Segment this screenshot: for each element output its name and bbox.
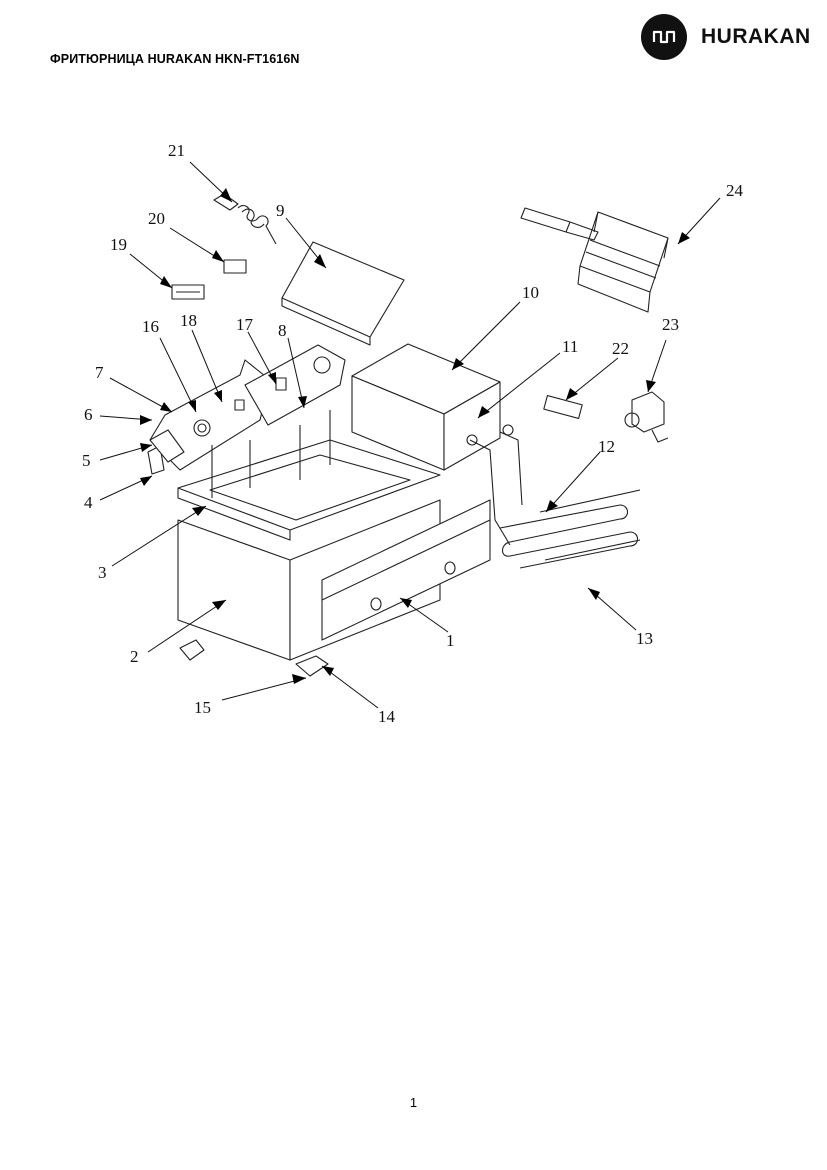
callout-11: 11	[562, 337, 578, 356]
callout-12: 12	[598, 437, 615, 456]
page-number: 1	[409, 1095, 418, 1110]
callout-19: 19	[110, 235, 127, 254]
leader-lines	[99, 161, 721, 709]
part-22-sleeve	[543, 395, 583, 419]
callout-9: 9	[276, 201, 285, 220]
exploded-parts-diagram: 1 2 3 4 5 6 7 8 9 10 11 12 13 14 15 16 1…	[82, 141, 744, 726]
brand-name: HURAKAN	[701, 25, 811, 48]
part-24-basket	[520, 207, 669, 313]
part-10-fry-tank	[351, 343, 501, 471]
callout-3: 3	[98, 563, 107, 582]
part-23-drain-valve	[624, 391, 669, 443]
control-panel-right	[244, 344, 346, 426]
callout-14: 14	[378, 707, 396, 726]
callout-23: 23	[662, 315, 679, 334]
callout-17: 17	[236, 315, 254, 334]
part-9-lid	[281, 241, 405, 338]
callout-22: 22	[612, 339, 629, 358]
callout-7: 7	[95, 363, 104, 382]
part-21-thermostat-probe	[213, 193, 277, 245]
callout-2: 2	[130, 647, 139, 666]
part-20	[223, 259, 247, 274]
part-1-front-panel	[321, 499, 491, 641]
callout-10: 10	[522, 283, 539, 302]
foot-left	[179, 639, 205, 661]
callout-24: 24	[726, 181, 744, 200]
part-5	[149, 429, 185, 463]
callout-6: 6	[84, 405, 93, 424]
part-19-terminal-block	[171, 284, 205, 300]
callout-1: 1	[446, 631, 455, 650]
callout-15: 15	[194, 698, 211, 717]
document-title: ФРИТЮРНИЦА HURAKAN HKN-FT1616N	[50, 52, 300, 66]
callout-20: 20	[148, 209, 165, 228]
control-panel-left	[149, 359, 271, 471]
part-11-drain-pipe	[466, 424, 523, 546]
callout-13: 13	[636, 629, 653, 648]
brand-block: HURAKAN	[641, 14, 811, 60]
callout-21: 21	[168, 141, 185, 160]
part-14-foot	[295, 655, 329, 677]
part-8-brackets	[211, 410, 331, 498]
hurakan-logo-icon	[641, 14, 687, 60]
callout-4: 4	[84, 493, 93, 512]
callout-16: 16	[142, 317, 159, 336]
part-12-heating-element	[499, 489, 641, 569]
callout-18: 18	[180, 311, 197, 330]
callout-5: 5	[82, 451, 91, 470]
part-3-top-frame	[177, 439, 441, 541]
callout-8: 8	[278, 321, 287, 340]
